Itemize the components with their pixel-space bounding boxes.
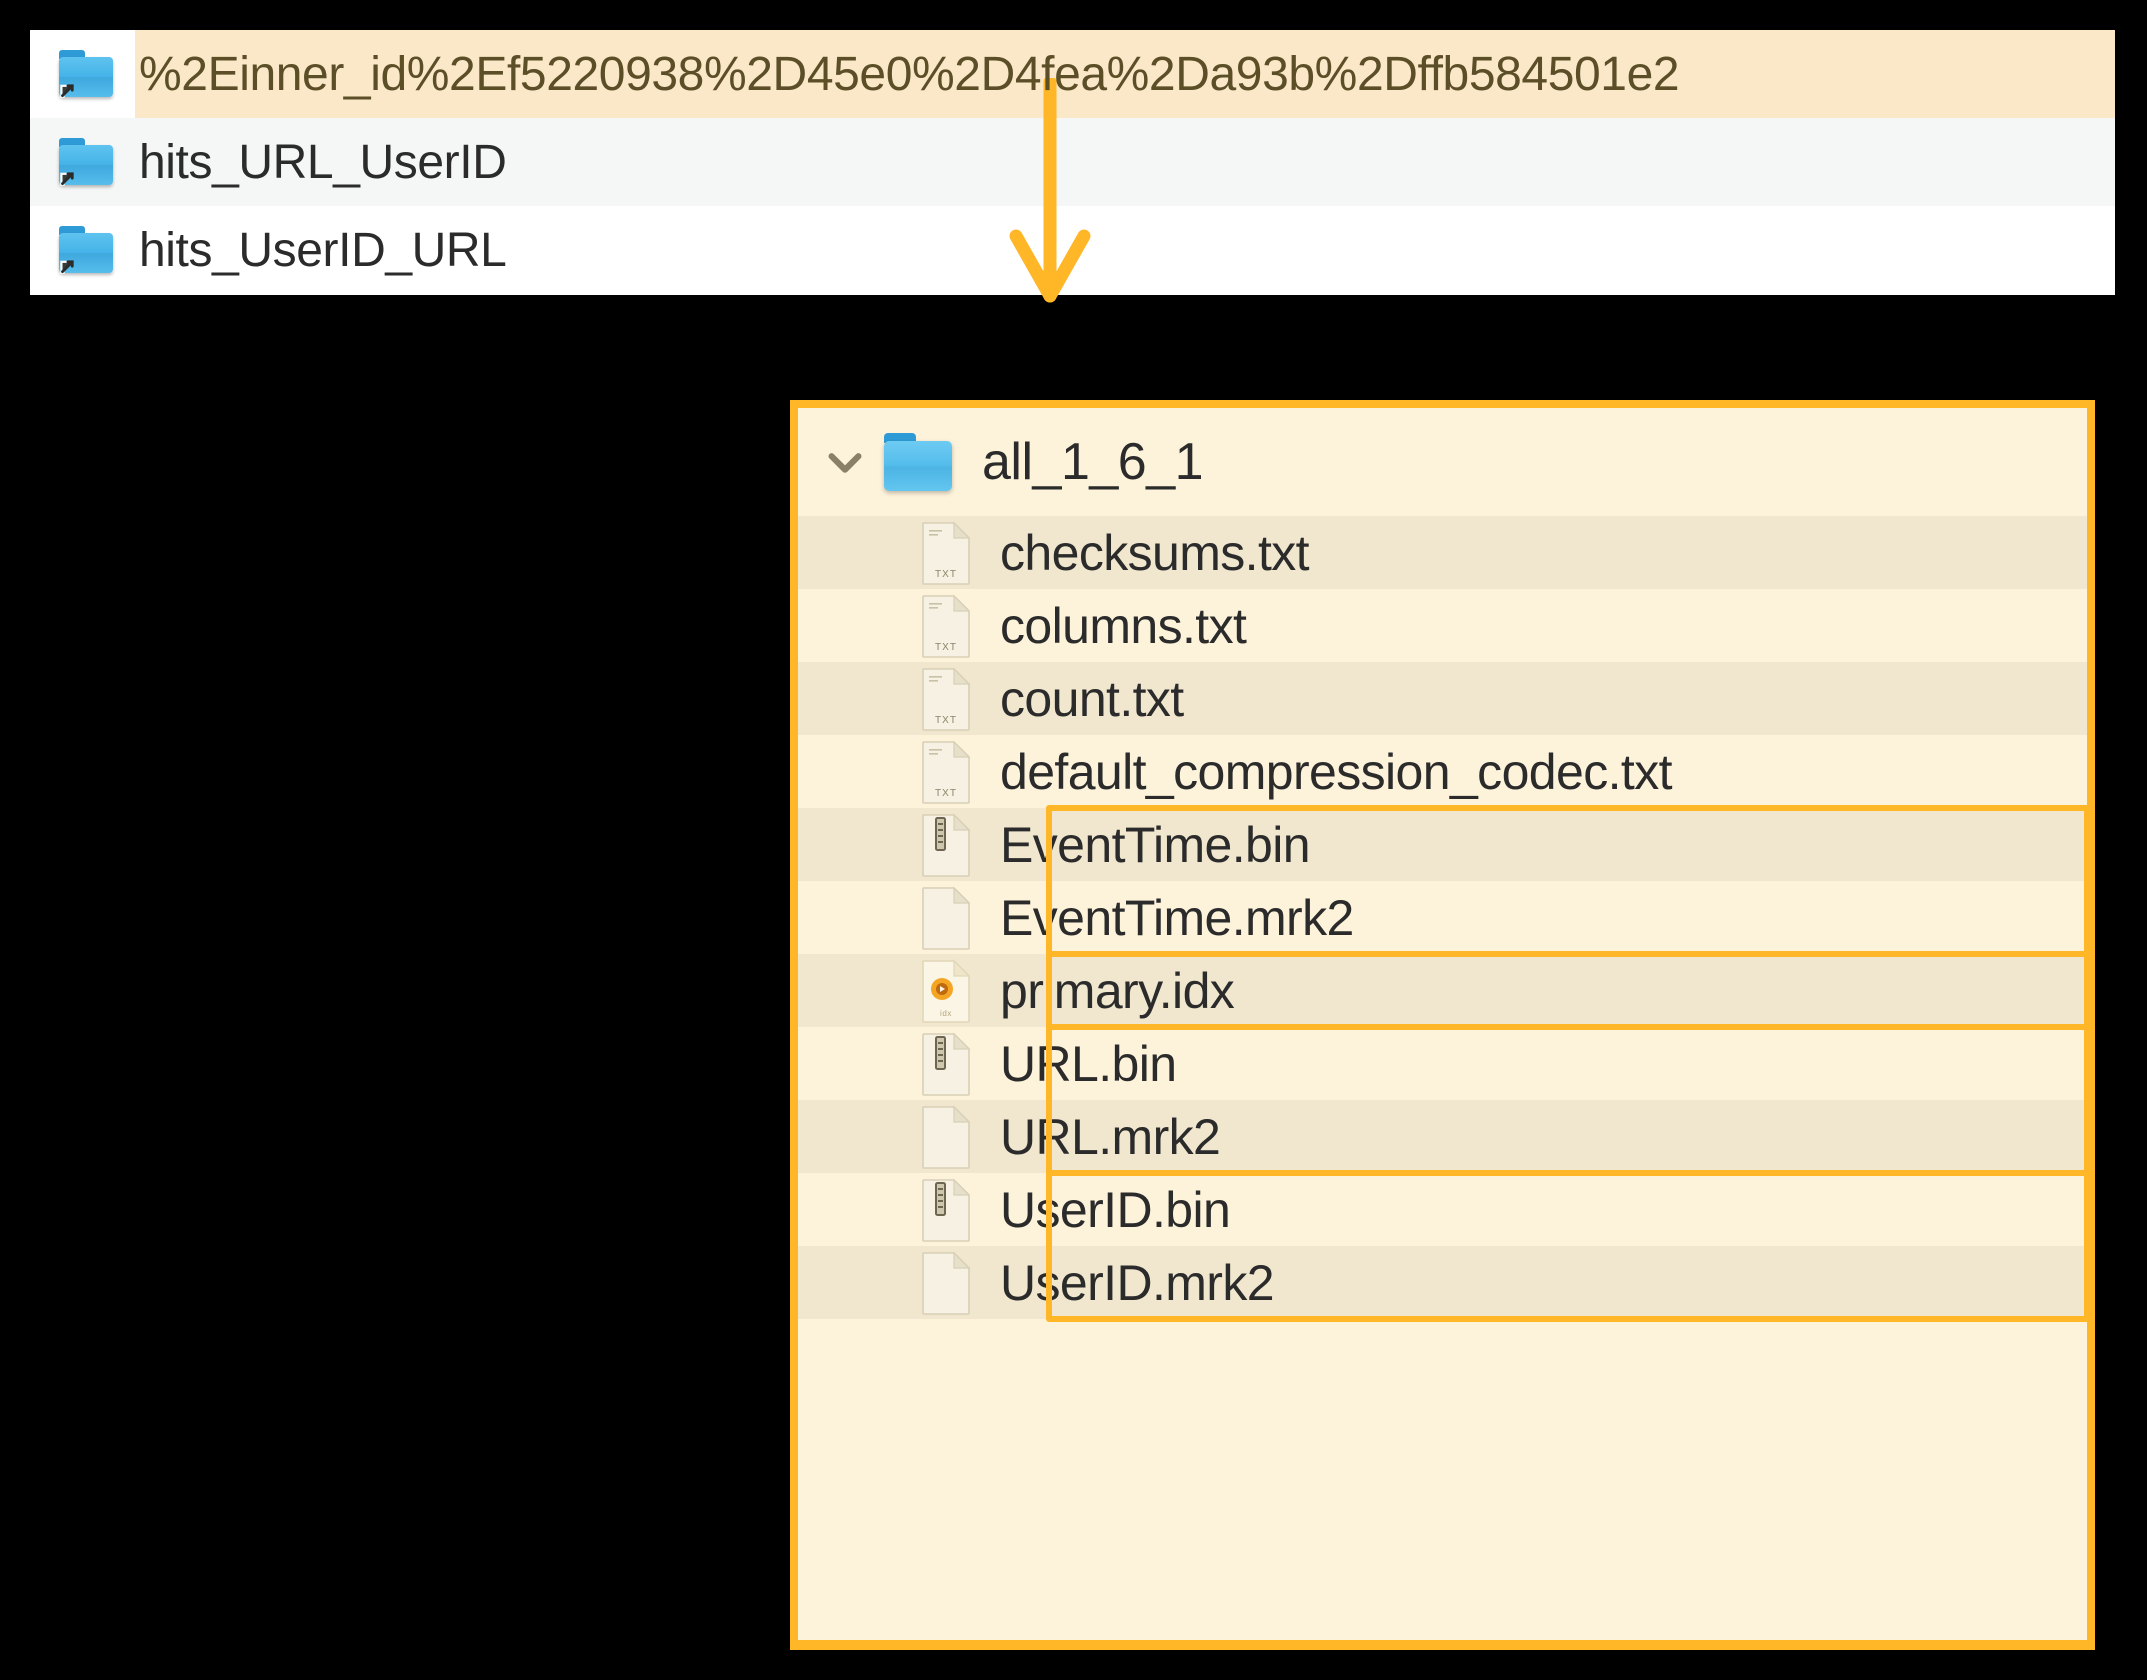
- list-item[interactable]: hits_UserID_URL: [30, 206, 2115, 294]
- file-name: URL.mrk2: [1000, 1108, 1221, 1165]
- file-list: all_1_6_1 TXT checksums.txt TXT columns.…: [798, 408, 2087, 1319]
- file-row[interactable]: idx primary.idx: [798, 954, 2087, 1027]
- file-name: EventTime.mrk2: [1000, 889, 1354, 946]
- file-name: columns.txt: [1000, 597, 1247, 654]
- row-highlight-band: [135, 30, 2115, 118]
- txt-file-icon: TXT: [920, 594, 972, 658]
- folder-symlink-icon: [57, 138, 115, 186]
- symlink-folder-list: %2Einner_id%2Ef5220938%2D45e0%2D4fea%2Da…: [30, 30, 2115, 295]
- file-row[interactable]: EventTime.mrk2: [798, 881, 2087, 954]
- txt-file-icon: TXT: [920, 740, 972, 804]
- directory-row[interactable]: all_1_6_1: [798, 408, 2087, 516]
- chevron-down-icon[interactable]: [822, 439, 868, 485]
- svg-text:TXT: TXT: [935, 642, 957, 653]
- svg-text:idx: idx: [940, 1009, 952, 1018]
- file-name: checksums.txt: [1000, 524, 1310, 581]
- list-item-label: hits_URL_UserID: [139, 135, 507, 189]
- txt-file-icon: TXT: [920, 667, 972, 731]
- file-row[interactable]: URL.mrk2: [798, 1100, 2087, 1173]
- file-name: UserID.bin: [1000, 1181, 1231, 1238]
- file-row[interactable]: UserID.bin: [798, 1173, 2087, 1246]
- bin-file-icon: [920, 813, 972, 877]
- file-row[interactable]: UserID.mrk2: [798, 1246, 2087, 1319]
- bin-file-icon: [920, 1178, 972, 1242]
- file-name: URL.bin: [1000, 1035, 1177, 1092]
- blank-file-icon: [920, 1251, 972, 1315]
- file-name: EventTime.bin: [1000, 816, 1311, 873]
- bin-file-icon: [920, 1032, 972, 1096]
- file-row[interactable]: TXT checksums.txt: [798, 516, 2087, 589]
- svg-text:TXT: TXT: [935, 715, 957, 726]
- svg-text:TXT: TXT: [935, 569, 957, 580]
- idx-file-icon: idx: [920, 959, 972, 1023]
- folder-icon: [882, 433, 954, 491]
- file-name: default_compression_codec.txt: [1000, 743, 1672, 800]
- file-row[interactable]: TXT default_compression_codec.txt: [798, 735, 2087, 808]
- file-name: count.txt: [1000, 670, 1184, 727]
- data-part-directory-panel: all_1_6_1 TXT checksums.txt TXT columns.…: [790, 400, 2095, 1650]
- blank-file-icon: [920, 886, 972, 950]
- blank-file-icon: [920, 1105, 972, 1169]
- list-item[interactable]: %2Einner_id%2Ef5220938%2D45e0%2D4fea%2Da…: [30, 30, 2115, 118]
- list-item-label: %2Einner_id%2Ef5220938%2D45e0%2D4fea%2Da…: [139, 47, 1680, 101]
- list-item-label: hits_UserID_URL: [139, 223, 507, 277]
- file-row[interactable]: TXT count.txt: [798, 662, 2087, 735]
- file-name: primary.idx: [1000, 962, 1235, 1019]
- file-row[interactable]: EventTime.bin: [798, 808, 2087, 881]
- file-name: UserID.mrk2: [1000, 1254, 1275, 1311]
- folder-symlink-icon: [57, 226, 115, 274]
- list-item[interactable]: hits_URL_UserID: [30, 118, 2115, 206]
- file-row[interactable]: URL.bin: [798, 1027, 2087, 1100]
- file-row[interactable]: TXT columns.txt: [798, 589, 2087, 662]
- txt-file-icon: TXT: [920, 521, 972, 585]
- directory-name: all_1_6_1: [982, 433, 1204, 491]
- svg-text:TXT: TXT: [935, 788, 957, 799]
- folder-symlink-icon: [57, 50, 115, 98]
